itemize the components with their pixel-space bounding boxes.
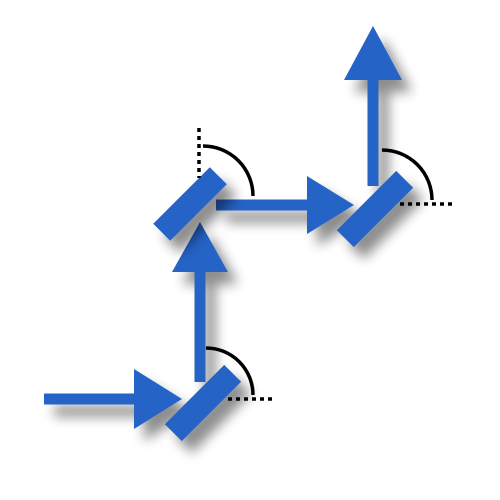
angle-arc-group [202,144,434,396]
beam-segment-horizontal [216,176,354,234]
angle-arc-icon [202,144,255,197]
arrow-icon [172,222,228,272]
beam-segment-vertical-1 [172,222,228,382]
mirror-icon [153,167,227,241]
mirror-icon [164,364,242,442]
mirror-icon [336,170,414,248]
arrow-icon [344,26,402,80]
beam-segment-outgoing [344,26,402,186]
angle-arc-icon [205,346,255,396]
arrow-icon [134,369,182,429]
reference-line-group [197,128,455,401]
arrow-icon [307,176,354,234]
angle-arc-icon [381,148,434,201]
beam-segment-incoming [44,369,182,429]
mirror-group [153,167,414,442]
beam-group [44,26,402,429]
